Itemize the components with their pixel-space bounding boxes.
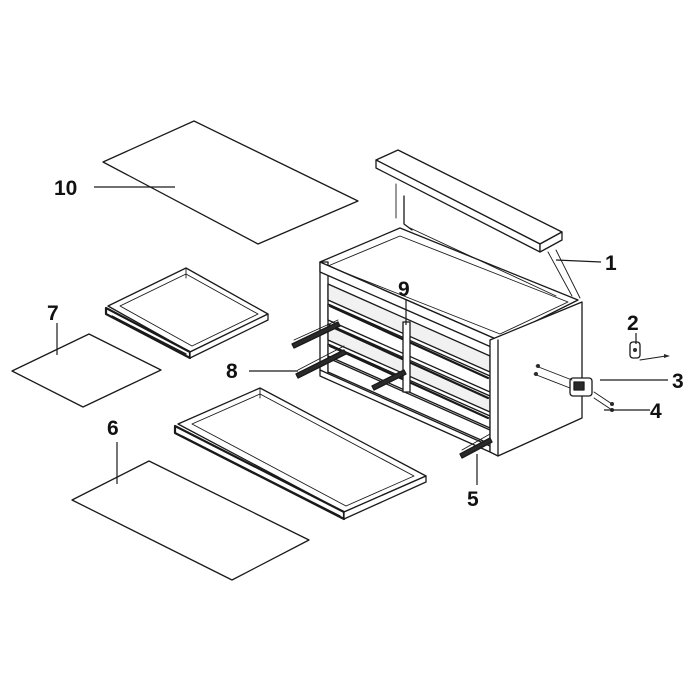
- callout-8: 8: [226, 360, 238, 383]
- callout-6: 6: [107, 417, 119, 440]
- large-drawer: [173, 387, 427, 521]
- part-5-drawer-slide: [459, 433, 493, 459]
- leader-1: [555, 259, 602, 263]
- latch-hardware: [533, 341, 670, 412]
- tool-chest-cabinet: [319, 227, 583, 457]
- part-7-small-liner: [11, 333, 162, 408]
- callout-3: 3: [672, 370, 684, 393]
- part-8-drawer-slides: [291, 319, 407, 391]
- callout-9: 9: [398, 278, 410, 301]
- small-drawer: [104, 267, 269, 360]
- part-1-lid: [375, 149, 581, 299]
- callout-labels: 1 2 3 4 5 6 7 8 9 10: [47, 177, 684, 511]
- callout-1: 1: [605, 252, 617, 275]
- callout-leaders: [56, 186, 668, 485]
- callout-4: 4: [650, 400, 662, 423]
- part-6-large-liner: [71, 460, 310, 581]
- callout-7: 7: [47, 302, 59, 325]
- callout-2: 2: [627, 312, 639, 335]
- callout-5: 5: [467, 488, 479, 511]
- part-10-top-liner: [102, 120, 359, 245]
- callout-10: 10: [54, 177, 77, 200]
